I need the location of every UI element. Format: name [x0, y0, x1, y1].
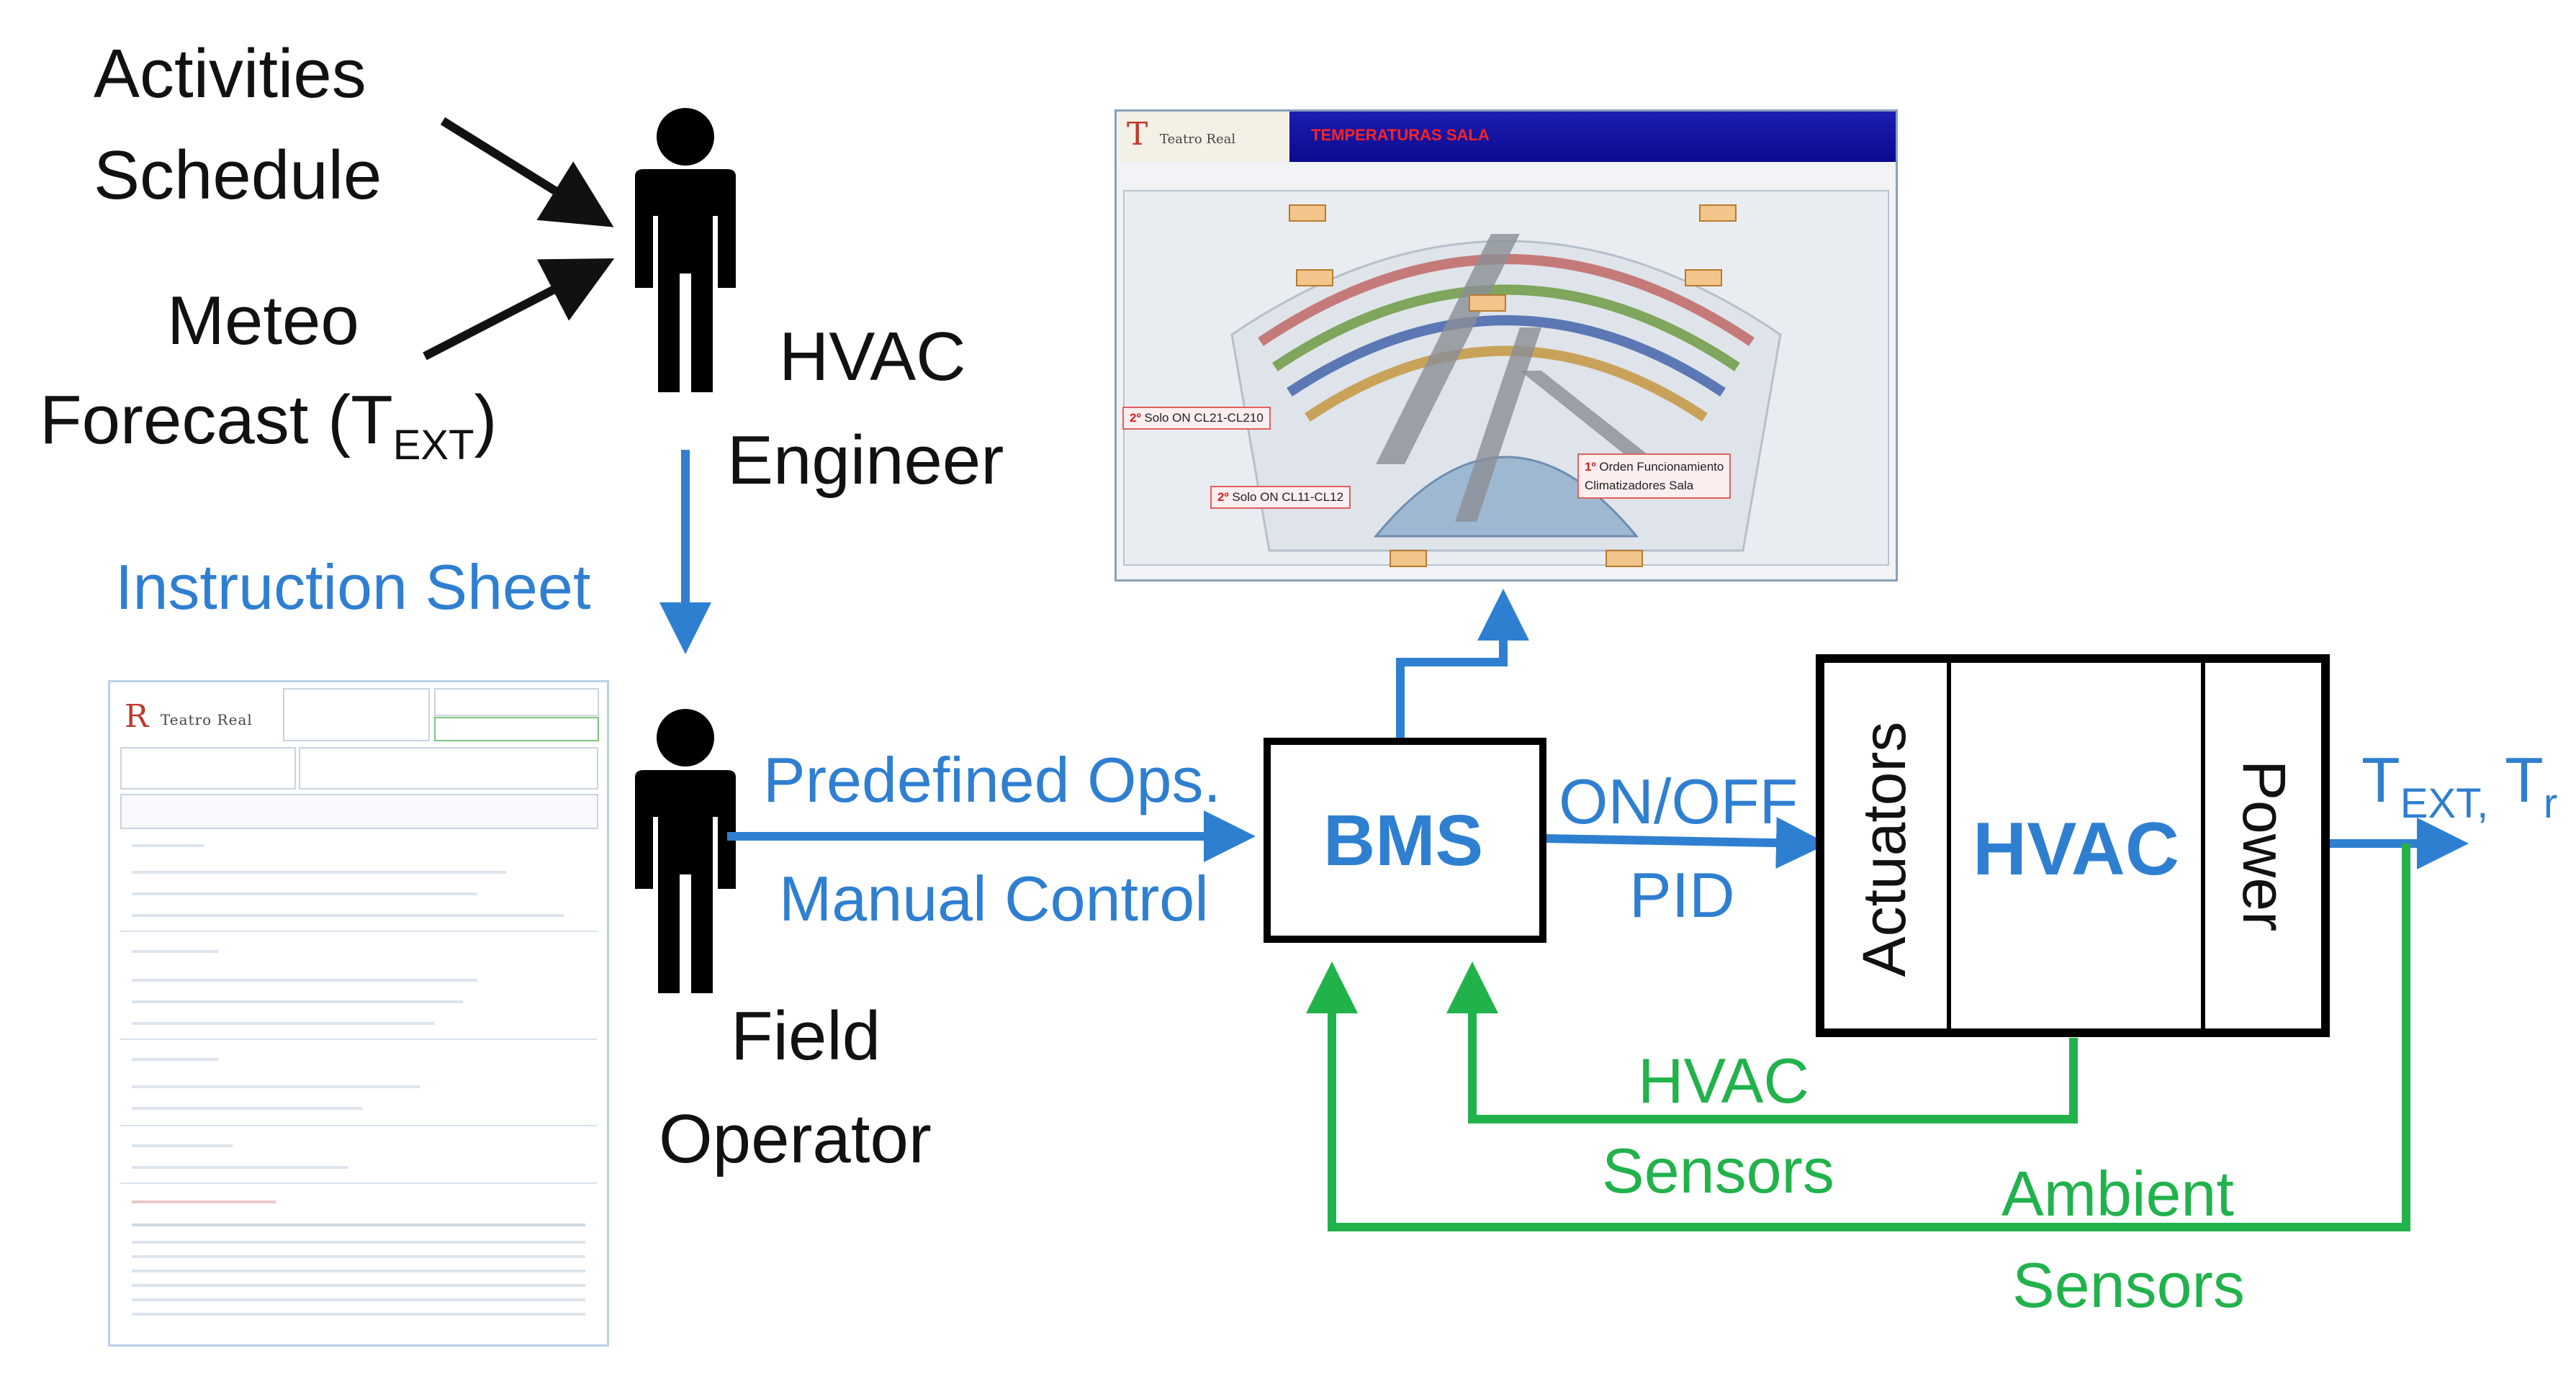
sheet-cell	[120, 747, 296, 790]
display-note-3-line1: Orden Funcionamiento	[1599, 460, 1724, 474]
sheet-line	[132, 1270, 585, 1272]
sheet-line	[132, 871, 506, 874]
meteo-forecast-subscript: EXT	[392, 422, 474, 469]
hvac-box	[1816, 654, 2330, 1037]
bms-label: BMS	[1323, 800, 1484, 881]
sheet-line	[132, 1085, 420, 1088]
output-tr: T	[2488, 744, 2544, 815]
sheet-line	[132, 1000, 463, 1003]
sheet-line	[132, 1107, 362, 1110]
hvac-engineer-label-line1: HVAC	[779, 318, 966, 395]
display-note-3-line2: Climatizadores Sala	[1585, 478, 1694, 492]
sheet-line	[132, 1200, 276, 1203]
sheet-line	[132, 1224, 585, 1226]
hvac-sensors-feedback	[1446, 962, 2078, 1123]
predefined-ops-label: Predefined Ops.	[763, 744, 1221, 815]
hvac-sensors-label-line1: HVAC	[1638, 1045, 1809, 1116]
activities-schedule-label-line2: Schedule	[94, 137, 382, 214]
sheet-line	[132, 979, 477, 982]
meteo-forecast-close: )	[474, 381, 497, 458]
sheet-header-cell	[434, 717, 599, 741]
field-operator-label-line2: Operator	[659, 1100, 932, 1177]
display-title: TEMPERATURAS SALA	[1311, 126, 1490, 144]
sheet-line	[132, 1166, 348, 1169]
bms-to-hvac-arrow	[1544, 817, 1828, 869]
sheet-line	[132, 892, 477, 895]
display-logo-icon: T	[1127, 116, 1148, 153]
output-t: T	[2361, 744, 2400, 815]
output-t-sub: EXT,	[2400, 780, 2489, 827]
sheet-icons-row	[120, 794, 598, 829]
sheet-divider	[120, 1125, 597, 1126]
output-temperatures-label: TEXT, Tr	[2361, 748, 2557, 825]
sheet-line	[132, 1144, 233, 1147]
sheet-line	[132, 1241, 585, 1244]
hvac-engineer-label-line2: Engineer	[727, 422, 1004, 499]
sheet-line	[132, 1284, 585, 1287]
bms-to-display-arrow	[1396, 589, 1529, 738]
display-note-2: 2º Solo ON CL11-CL12	[1210, 486, 1351, 509]
sheet-header-cell	[434, 688, 599, 716]
activities-arrow	[440, 117, 614, 227]
sheet-divider	[120, 1039, 597, 1040]
instruction-sheet-thumbnail: R Teatro Real	[108, 680, 609, 1347]
sheet-header-cell	[283, 688, 430, 741]
sheet-line	[132, 1298, 585, 1301]
sheet-line	[132, 1313, 585, 1316]
ambient-sensors-label-line2: Sensors	[2012, 1249, 2245, 1321]
power-label: Power	[2230, 759, 2298, 932]
display-note-1: 2º Solo ON CL21-CL210	[1122, 407, 1271, 430]
sheet-logo-icon: R	[125, 698, 149, 735]
hvac-label: HVAC	[1973, 808, 2179, 891]
sheet-line	[132, 844, 204, 847]
ambient-sensors-label-line1: Ambient	[2001, 1158, 2234, 1229]
display-note-2-text: Solo ON CL11-CL12	[1232, 490, 1344, 504]
theatre-seating-plan	[1123, 190, 1889, 567]
bms-display-thumbnail: T Teatro Real TEMPERATURAS SALA	[1114, 109, 1898, 582]
sheet-line	[132, 914, 564, 917]
sheet-line	[132, 950, 218, 953]
display-logo-area	[1117, 112, 1289, 162]
hvac-sensors-label-line2: Sensors	[1602, 1135, 1834, 1206]
display-note-2-number: 2º	[1217, 490, 1229, 504]
bms-box	[1264, 738, 1546, 943]
display-note-1-number: 2º	[1130, 411, 1141, 425]
sheet-logo-text: Teatro Real	[161, 711, 253, 728]
meteo-forecast-label: Forecast (TEXT)	[40, 386, 497, 466]
meteo-forecast-text: Forecast (T	[40, 381, 393, 458]
display-note-3-number: 1º	[1585, 460, 1596, 474]
sheet-divider	[120, 1182, 597, 1184]
meteo-label-line1: Meteo	[167, 282, 359, 359]
ambient-sensors-feedback	[1306, 843, 2410, 1231]
activities-schedule-label-line1: Activities	[94, 35, 366, 112]
sheet-line	[132, 1255, 585, 1258]
sheet-line	[132, 1022, 434, 1025]
sheet-divider	[120, 931, 597, 932]
sheet-cell	[299, 747, 598, 790]
manual-control-label: Manual Control	[779, 863, 1209, 934]
field-operator-label-line1: Field	[731, 998, 881, 1075]
pid-label: PID	[1629, 859, 1735, 931]
meteo-arrow	[423, 258, 615, 361]
display-note-1-text: Solo ON CL21-CL210	[1144, 411, 1264, 425]
actuators-label: Actuators	[1850, 721, 1918, 977]
onoff-label: ON/OFF	[1559, 766, 1798, 837]
sheet-line	[132, 1058, 218, 1061]
output-tr-sub: r	[2543, 780, 2558, 827]
display-logo-text: Teatro Real	[1160, 132, 1236, 147]
instruction-sheet-label: Instruction Sheet	[115, 551, 591, 623]
